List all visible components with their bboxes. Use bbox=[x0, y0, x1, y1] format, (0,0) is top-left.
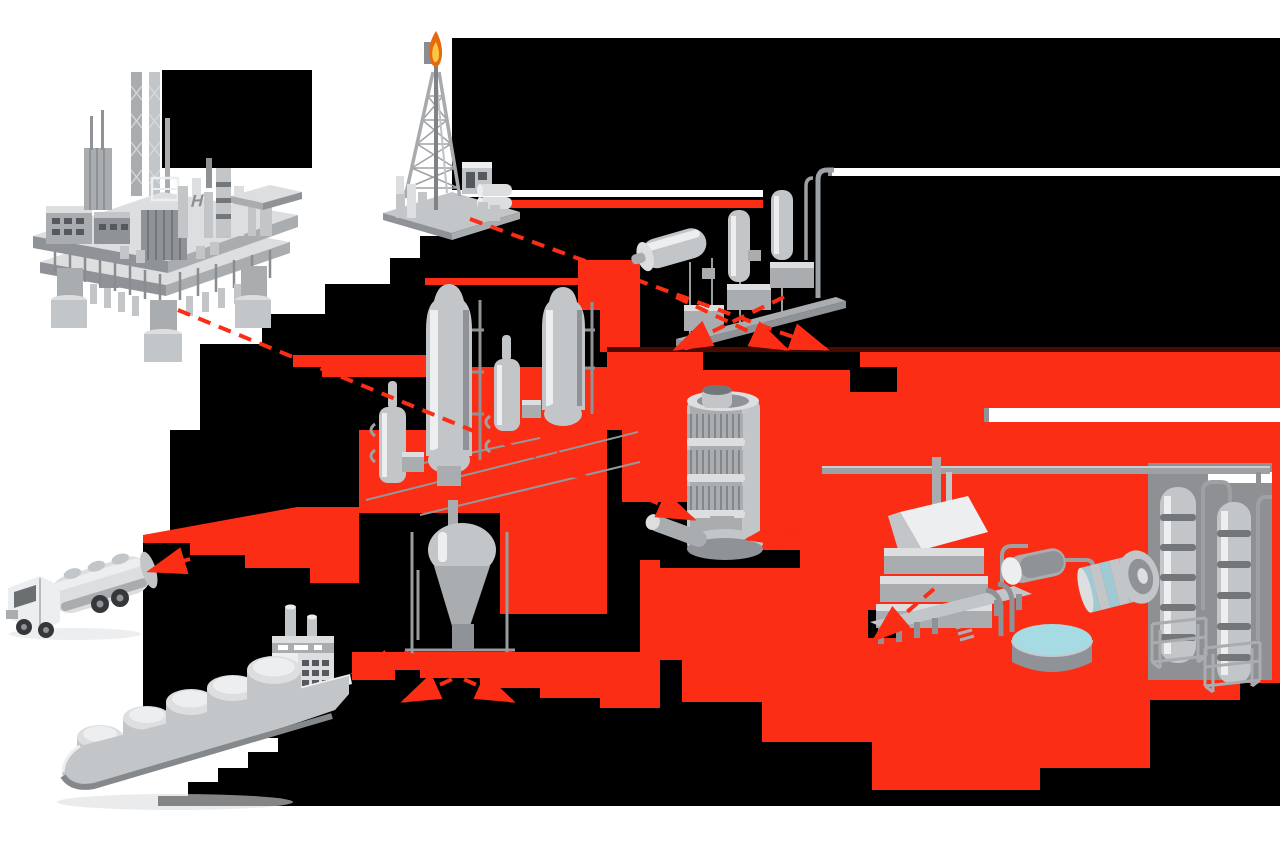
catalytic-unit bbox=[405, 500, 515, 655]
red-wedge-columns bbox=[578, 260, 640, 352]
white-bottom-strip bbox=[0, 806, 1280, 862]
small-column-a bbox=[369, 381, 424, 483]
red-band-truck bbox=[143, 507, 359, 583]
catalytic-skirt bbox=[452, 624, 474, 650]
ship-waterline bbox=[60, 713, 333, 790]
large-column-1 bbox=[426, 284, 484, 486]
twin-distillation-towers bbox=[1150, 480, 1272, 694]
upper-deck-edge-l bbox=[33, 236, 168, 273]
catalytic-top-pipe bbox=[448, 500, 458, 528]
reactor-base-shadow bbox=[687, 538, 763, 560]
furnace-pond-pipes bbox=[985, 581, 1015, 636]
deck-cylinders bbox=[120, 158, 272, 263]
catalytic-frame bbox=[405, 532, 515, 655]
catalytic-vessel-highlight bbox=[438, 532, 447, 562]
furnace-chimney bbox=[932, 457, 941, 512]
tanker-truck bbox=[6, 551, 158, 640]
heat-exchanger bbox=[1000, 544, 1096, 592]
gas-plant-pedestal-top bbox=[684, 305, 724, 311]
arrow-to-ship bbox=[350, 650, 399, 678]
gas-plant-column-2 bbox=[770, 190, 814, 288]
helipad: H bbox=[189, 185, 302, 211]
black-notch-2 bbox=[850, 367, 897, 392]
tower-1 bbox=[1150, 480, 1232, 670]
white-band-right-upper bbox=[832, 168, 1280, 176]
arrow-catalytic-x1 bbox=[403, 650, 516, 703]
rig-pad-edge-r bbox=[452, 212, 520, 240]
gas-plant-tall-pipe bbox=[804, 167, 834, 298]
white-band-right-mid bbox=[988, 408, 1280, 422]
helipad-h-label: H bbox=[189, 190, 206, 211]
red-central-mass bbox=[359, 367, 607, 614]
lng-carrier bbox=[57, 604, 352, 810]
drilling-rig bbox=[383, 31, 520, 240]
reactor-rib-bands bbox=[687, 414, 745, 518]
deck-module-2 bbox=[94, 212, 130, 244]
white-band-towers bbox=[1208, 472, 1272, 483]
flare-stack-pole bbox=[434, 42, 438, 210]
arrow-to-truck bbox=[146, 547, 191, 575]
tower-1-frame bbox=[1150, 616, 1208, 670]
white-top-strip bbox=[0, 0, 1280, 38]
small-column-b bbox=[484, 335, 541, 454]
furnace-stairs bbox=[951, 610, 975, 642]
black-pocket-derrick bbox=[162, 70, 312, 168]
refinery-complex bbox=[870, 457, 1160, 672]
rig-storage-bullets bbox=[477, 184, 512, 221]
pond-water-surface bbox=[1012, 624, 1092, 656]
rig-cylinders bbox=[396, 176, 461, 220]
reactor-nozzle bbox=[702, 385, 732, 408]
white-slit-bands bbox=[437, 168, 1280, 483]
ship-reflection bbox=[57, 794, 293, 810]
deck-module-1 bbox=[46, 206, 92, 244]
tower-2-frame bbox=[1203, 640, 1262, 694]
ship-bow-highlight bbox=[61, 744, 81, 773]
furnace-hopper-face bbox=[900, 496, 988, 550]
connection-arrows bbox=[146, 217, 936, 703]
white-band-tick-2 bbox=[984, 408, 989, 422]
gas-plant-junction-2 bbox=[748, 250, 761, 261]
red-dark-edge bbox=[607, 347, 1280, 352]
catalytic-cone bbox=[434, 566, 490, 626]
flare-flame-icon bbox=[424, 31, 443, 67]
offshore-platform: H bbox=[33, 72, 302, 362]
cooling-pond bbox=[1011, 624, 1093, 672]
arrow-reactor-in bbox=[645, 491, 697, 521]
pipe-post-2 bbox=[1256, 472, 1261, 486]
arrow-catalytic-x2 bbox=[400, 650, 513, 703]
gas-plant-rail bbox=[676, 297, 846, 343]
rig-pad-edge-l bbox=[383, 213, 452, 240]
derrick-icon bbox=[130, 72, 170, 196]
tower-2 bbox=[1203, 495, 1272, 694]
black-notch-1 bbox=[703, 352, 860, 370]
flare-boom-tower bbox=[84, 110, 112, 210]
gas-plant-drum bbox=[631, 228, 707, 272]
gas-plant-junction-1 bbox=[702, 268, 715, 279]
distillation-columns bbox=[365, 284, 641, 516]
ship-hull bbox=[62, 676, 349, 788]
reactor-regenerator bbox=[645, 385, 763, 560]
red-strip-columns-top bbox=[425, 278, 640, 285]
red-strip-gasplant bbox=[437, 200, 763, 208]
furnace-base-slab bbox=[870, 586, 1032, 630]
furnace-hopper-side bbox=[888, 512, 922, 556]
arrow-reactor-side bbox=[744, 518, 799, 547]
truck-tank bbox=[51, 551, 158, 614]
platform-legs bbox=[51, 266, 271, 362]
furnace-chimney-2 bbox=[946, 472, 952, 504]
large-column-2 bbox=[542, 287, 595, 426]
arrow-gasplant-left bbox=[672, 295, 785, 351]
arrow-platform-to-columns bbox=[177, 308, 590, 479]
rotary-machine bbox=[1077, 550, 1160, 613]
truck-cab bbox=[6, 576, 60, 632]
white-band-gasplant bbox=[437, 190, 763, 197]
truck-wheels bbox=[16, 589, 129, 638]
